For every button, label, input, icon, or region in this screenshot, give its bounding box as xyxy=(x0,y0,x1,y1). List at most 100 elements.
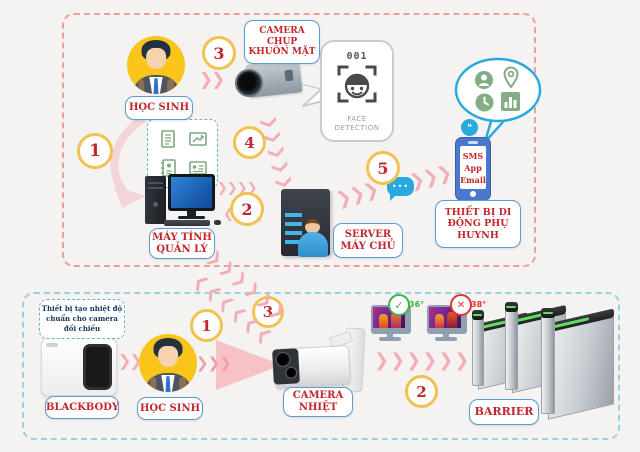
power-button xyxy=(153,202,158,207)
phone-home-button xyxy=(470,191,476,197)
temp-alert: 38° xyxy=(471,300,487,309)
temp-normal: 36° xyxy=(409,300,425,309)
avatar-strap xyxy=(137,79,145,94)
keyboard xyxy=(164,220,210,226)
bottom-section-border xyxy=(22,292,620,440)
phone-screen: SMS App Email xyxy=(460,146,486,189)
tower-slot xyxy=(148,187,163,189)
pillar-cap xyxy=(540,308,556,318)
curved-arrow xyxy=(110,114,147,208)
camera-lens-icon xyxy=(235,69,263,97)
avatar-strap xyxy=(167,79,175,94)
bar-chart-icon xyxy=(501,92,520,111)
student-avatar-top xyxy=(127,36,185,94)
avatar-strap xyxy=(179,377,187,392)
barrier-label: BARRIER xyxy=(469,399,539,425)
avatar-tie xyxy=(165,376,171,392)
person-icon xyxy=(475,71,493,89)
step-2-top: 2 xyxy=(230,192,264,226)
monitor-stand xyxy=(387,332,393,337)
quote-icon: ❝ xyxy=(461,119,478,136)
avatar-face xyxy=(146,48,166,70)
optical-lens-icon xyxy=(285,366,298,380)
avatar-face xyxy=(158,346,178,368)
thermal-camera-front xyxy=(272,348,300,385)
face-detection-bubble: 001 FACE DETECTION xyxy=(320,40,394,142)
student-avatar-bottom xyxy=(139,334,197,392)
server-led xyxy=(285,231,302,235)
scan-digits: 001 xyxy=(346,51,368,62)
blackbody-device xyxy=(41,338,117,396)
chevron-right-icon: ❯❯ xyxy=(199,70,225,90)
thermal-person xyxy=(435,314,444,328)
admin-person-head xyxy=(305,219,320,234)
face-detection-caption: FACE DETECTION xyxy=(334,114,380,132)
step-5-top: 5 xyxy=(366,151,400,185)
top-section-border xyxy=(62,13,536,267)
parent-phone: SMS App Email xyxy=(455,137,491,201)
blackbody-logo xyxy=(46,343,58,347)
step-1-bottom: 1 xyxy=(190,309,223,342)
face-camera-label: CAMERA CHỤP KHUÔN MẶT xyxy=(244,20,320,64)
mouse xyxy=(214,220,221,225)
pillar-cap xyxy=(472,310,484,320)
monitor-stand xyxy=(187,211,196,217)
phone-speaker xyxy=(468,141,478,144)
cross-icon: ✕ xyxy=(450,294,472,316)
check-icon: ✓ xyxy=(388,294,410,316)
avatar-body xyxy=(144,372,192,392)
avatar-body xyxy=(132,74,180,94)
clock-icon xyxy=(475,93,494,112)
thermal-lens-icon xyxy=(275,351,292,368)
monitor-base xyxy=(435,337,457,341)
parent-device-label: THIẾT BỊ DI ĐỘNG PHỤ HUYNH xyxy=(435,200,521,248)
barrier-pillar xyxy=(504,302,519,390)
chevron-right-stream: ❯❯❯❯❯❯ xyxy=(374,350,471,371)
student-label-bottom: HỌC SINH xyxy=(137,397,203,420)
monitor-screen xyxy=(171,177,212,208)
pillar-green-led xyxy=(506,305,516,308)
chevron-right-stream: ❯❯❯❯ xyxy=(217,181,258,196)
admin-person-body xyxy=(298,232,328,257)
barrier-pillar xyxy=(472,310,484,386)
barrier-gate xyxy=(547,308,615,420)
step-3-top: 3 xyxy=(202,36,236,70)
thermal-person xyxy=(447,312,457,328)
location-pin-icon xyxy=(503,66,519,89)
camera-detail xyxy=(284,69,294,82)
chevron-right-stream: ❯❯❯ xyxy=(196,354,232,372)
monitor-stand xyxy=(443,332,449,337)
document-list-icon xyxy=(160,130,175,148)
computer-tower xyxy=(145,176,166,224)
avatar-strap xyxy=(149,377,157,392)
server-label: SERVER MÁY CHỦ xyxy=(333,223,403,258)
rec-dot xyxy=(375,309,378,312)
line-chart-icon xyxy=(188,132,207,146)
pillar-cap xyxy=(504,302,519,312)
thermal-person xyxy=(379,314,388,328)
face-scan-icon xyxy=(337,65,377,103)
blackbody-label: BLACKBODY xyxy=(45,396,119,419)
thermal-person xyxy=(391,312,401,328)
step-2-bottom: 2 xyxy=(405,375,438,408)
monitor-base xyxy=(178,216,205,219)
computer-monitor xyxy=(168,174,215,211)
thermal-camera-label: CAMERA NHIỆT xyxy=(283,387,353,417)
message-bubble-icon: ••• xyxy=(387,177,414,196)
monitor-base xyxy=(379,337,401,341)
step-4-top: 4 xyxy=(233,126,266,159)
server-led xyxy=(285,213,302,217)
step-3-bottom: 3 xyxy=(252,296,284,328)
pillar-green-led xyxy=(473,313,482,316)
step-1-top: 1 xyxy=(77,133,113,169)
server-led xyxy=(285,222,302,226)
blackbody-aperture xyxy=(83,344,112,390)
rec-dot xyxy=(431,309,434,312)
pillar-green-led xyxy=(542,311,553,314)
student-label-top: HỌC SINH xyxy=(125,96,193,120)
tower-slot xyxy=(148,182,163,184)
avatar-tie xyxy=(153,78,159,94)
blackbody-note: Thiết bị tạo nhiệt độ chuẩn cho camera đ… xyxy=(39,299,125,339)
server-led xyxy=(285,240,302,244)
